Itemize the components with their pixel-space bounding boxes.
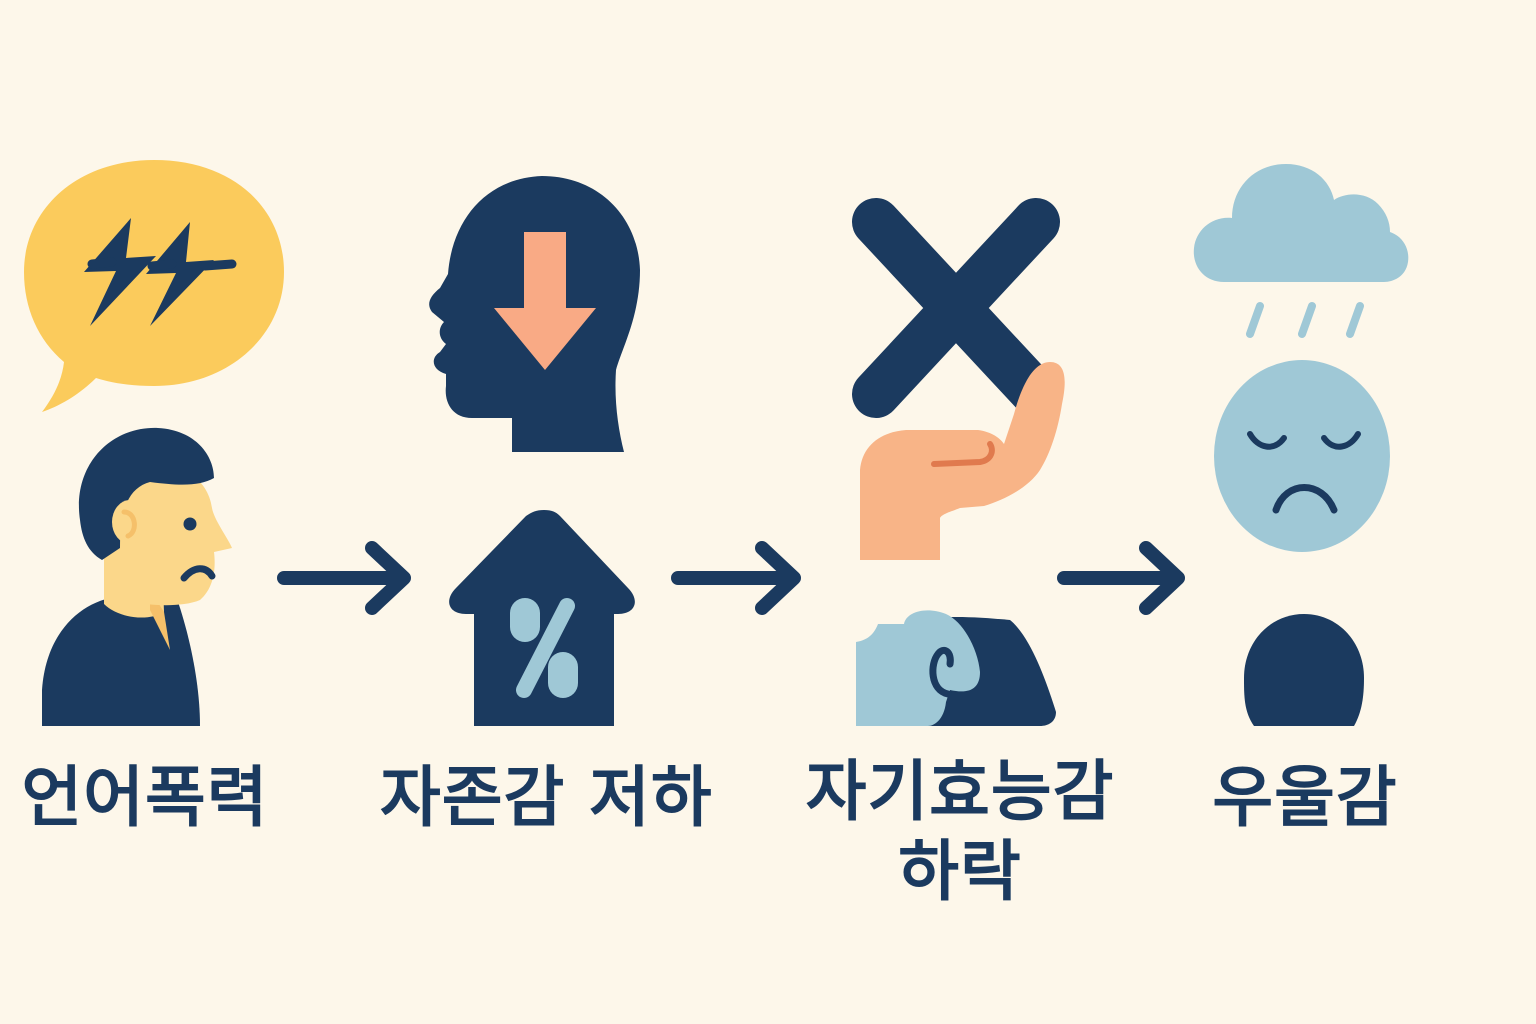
step-label-low-self-esteem: 자존감 저하 (380, 759, 713, 836)
arrow-right-icon (1057, 541, 1185, 615)
hand-icon (860, 362, 1065, 560)
arrow-right-icon (277, 541, 411, 615)
house-percent-icon (449, 510, 635, 726)
step-label-verbal-abuse: 언어폭력 (21, 759, 269, 836)
rain-cloud-icon (1193, 164, 1409, 338)
x-mark-icon (852, 198, 1060, 418)
head-down-arrow-icon (429, 176, 640, 452)
step-label-decreased-self-efficacy: 자기효능감 하락 (805, 753, 1115, 910)
arrow-right-icon (671, 541, 801, 615)
fist-icon (856, 610, 1056, 726)
head-silhouette-icon (1244, 614, 1364, 726)
sad-person-icon (42, 427, 232, 726)
speech-bubble-lightning-icon (24, 160, 284, 412)
sad-face-icon (1214, 360, 1390, 552)
step-label-depression: 우울감 (1212, 759, 1398, 836)
